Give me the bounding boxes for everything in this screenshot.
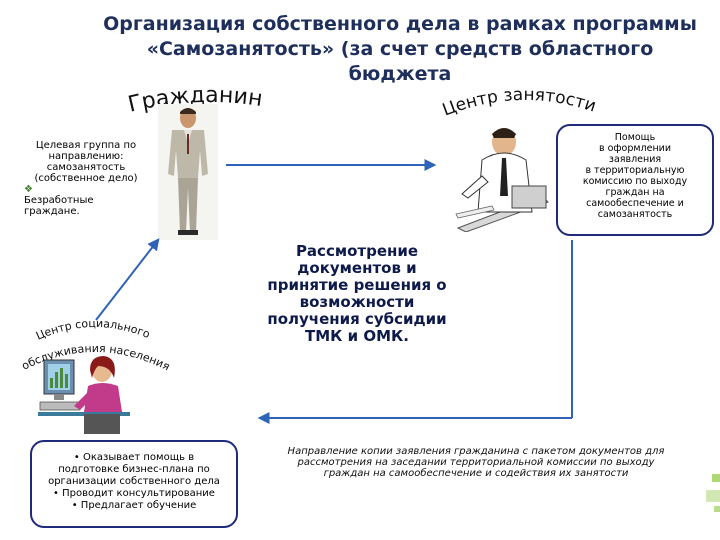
target-group-line-3: самозанятость (46, 162, 126, 173)
employment-help-line: самозанятость (597, 209, 673, 220)
decision-text: Рассмотрение документов и принятие решен… (262, 243, 452, 345)
employment-specialist-icon (455, 128, 549, 232)
target-group-line-2: направлению: (48, 151, 124, 162)
decision-line: получения субсидии (267, 310, 447, 328)
target-group-line-4: (собственное дело) (34, 173, 138, 184)
bottom-note: Направление копии заявления гражданина с… (252, 446, 700, 479)
employment-center-label: Центр занятости (440, 85, 599, 121)
employment-help-line: самообеспечение и (586, 198, 684, 209)
social-worker-icon (38, 356, 130, 434)
target-group-box: Целевая группа по направлению: самозанят… (22, 138, 150, 222)
social-help-line: организации собственного дела (48, 476, 220, 487)
employment-help-line: Помощь (614, 132, 656, 143)
corner-decoration (706, 474, 720, 512)
target-group-bullet-row: ❖ Безработные (24, 184, 148, 206)
title-line-2: «Самозанятость» (за счет средств областн… (146, 38, 654, 85)
diamond-bullet-icon: ❖ (24, 184, 33, 195)
target-group-line-1: Целевая группа по (35, 140, 137, 151)
employment-help-line: в территориальную (585, 165, 685, 176)
employment-help-box: Помощь в оформлении заявления в территор… (556, 124, 714, 236)
arrow-social-to-citizen (95, 238, 160, 321)
decision-line: принятие решения о (267, 276, 447, 294)
social-help-line: • Проводит консультирование (53, 488, 215, 499)
bottom-note-line-2: рассмотрения на заседании территориально… (297, 457, 655, 468)
decision-line: Рассмотрение (295, 242, 419, 260)
social-help-box: • Оказывает помощь в подготовке бизнес-п… (30, 440, 238, 528)
target-group-line-5: Безработные (24, 195, 94, 206)
bottom-note-line-1: Направление копии заявления гражданина с… (287, 446, 665, 457)
decision-line: документов и (297, 259, 417, 277)
decision-line: возможности (299, 293, 415, 311)
decision-line: ТМК и ОМК. (304, 327, 409, 345)
employment-help-line: граждан на (605, 187, 665, 198)
bottom-note-line-3: граждан на самообеспечение и содействия … (323, 468, 629, 479)
employment-help-line: заявления (608, 154, 662, 165)
social-help-line: • Предлагает обучение (71, 500, 197, 511)
title-line-1: Организация собственного дела в рамках п… (103, 13, 697, 35)
citizen-figure-icon (158, 104, 218, 240)
social-help-line: подготовке бизнес-плана по (58, 464, 210, 475)
target-group-line-6: граждане. (24, 206, 80, 217)
employment-help-line: комиссию по выходу (582, 176, 688, 187)
page-title: Организация собственного дела в рамках п… (95, 12, 705, 87)
employment-help-line: в оформлении (598, 143, 672, 154)
social-help-line: • Оказывает помощь в (73, 452, 195, 463)
